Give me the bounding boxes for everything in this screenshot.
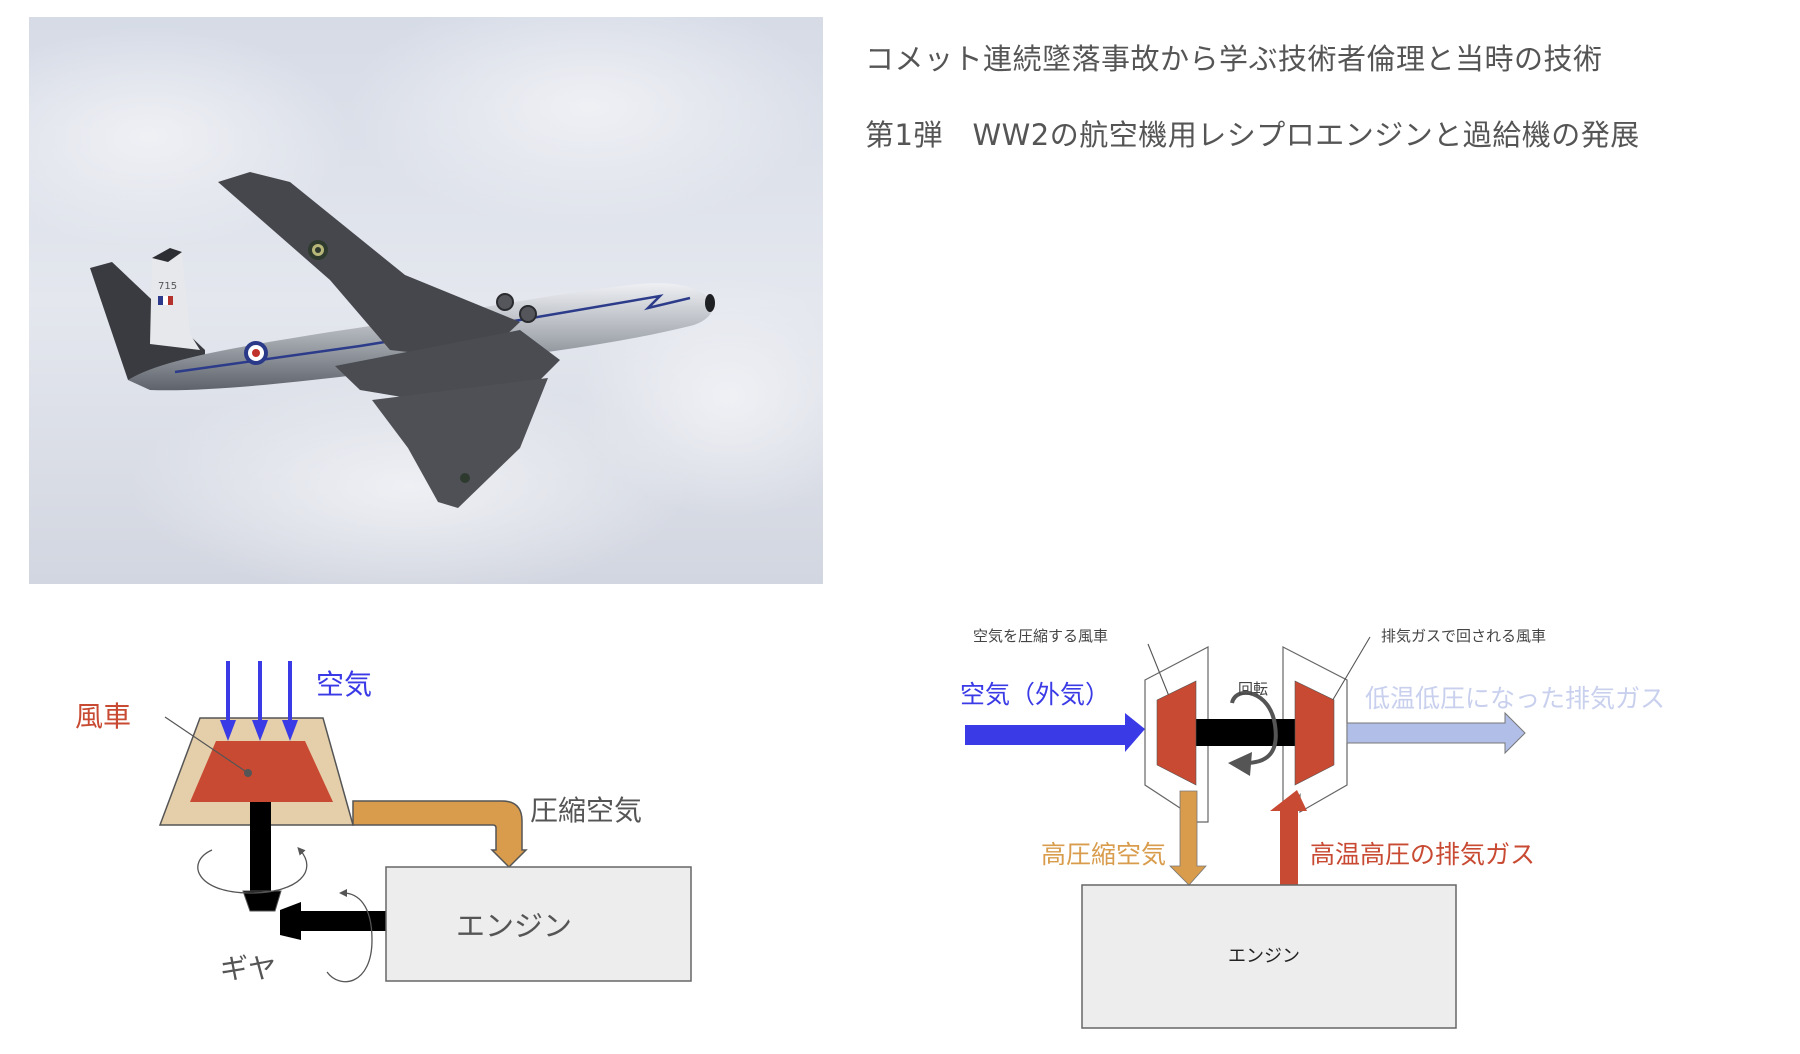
air-inlet-arrows — [220, 661, 298, 741]
label-engine-right: エンジン — [1228, 946, 1300, 967]
drive-shaft — [250, 802, 271, 891]
label-high-compressed-air: 高圧縮空気 — [1041, 840, 1167, 869]
label-compressor: 空気を圧縮する風車 — [973, 627, 1109, 645]
rotation-arrow — [1230, 690, 1278, 765]
aircraft-photo: 715 — [29, 17, 823, 584]
gear — [242, 890, 282, 912]
turbocharger-diagram — [965, 636, 1526, 1029]
hot-exhaust-arrow — [1270, 790, 1307, 885]
fan-impeller — [190, 741, 333, 802]
label-rotation: 回転 — [1238, 680, 1269, 698]
compressed-air-arrow — [1169, 790, 1207, 886]
label-hot-exhaust: 高温高圧の排気ガス — [1310, 840, 1536, 869]
label-compressed-air: 圧縮空気 — [530, 794, 643, 827]
label-fan: 風車 — [75, 700, 132, 733]
svg-text:715: 715 — [158, 281, 177, 292]
turbine-wheel — [1294, 680, 1335, 786]
exhaust-outlet-arrow — [1346, 711, 1526, 755]
label-gear: ギヤ — [220, 952, 277, 985]
page-title: コメット連続墜落事故から学ぶ技術者倫理と当時の技術 — [865, 42, 1603, 76]
engine-drive-arrow — [280, 902, 386, 940]
page-subtitle: 第1弾 WW2の航空機用レシプロエンジンと過給機の発展 — [865, 118, 1640, 152]
label-intake-air: 空気（外気） — [960, 680, 1111, 709]
intake-air-arrow — [965, 713, 1145, 752]
turbo-shaft — [1196, 719, 1296, 746]
engine-box-left — [385, 866, 692, 982]
label-engine-left: エンジン — [456, 909, 573, 943]
compressed-air-pipe — [352, 800, 528, 869]
aircraft: 715 — [90, 172, 715, 508]
label-turbine: 排気ガスで回される風車 — [1381, 627, 1547, 645]
label-exhaust-outlet: 低温低圧になった排気ガス — [1365, 684, 1666, 713]
engine-box-right — [1081, 884, 1457, 1029]
label-air: 空気 — [316, 668, 373, 701]
supercharger-diagram — [158, 661, 692, 983]
compressor-wheel — [1156, 680, 1197, 786]
